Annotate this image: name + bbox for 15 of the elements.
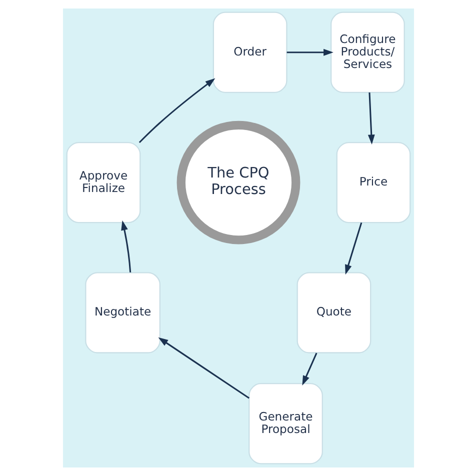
arrow [138,78,215,144]
node-box: Quote [296,272,371,354]
node-box: Configure Products/ Services [330,12,404,93]
arrow [367,92,374,145]
node-box: Price [336,142,410,224]
arrow [344,222,362,275]
node-circle: The CPQ Process [176,120,300,244]
arrow [120,220,131,272]
node-box: Generate Proposal [248,383,322,464]
arrow [302,352,317,386]
arrow [158,337,250,399]
node-box: Order [212,12,287,93]
arrow [286,48,333,56]
node-box: Approve Finalize [66,142,140,224]
node-box: Negotiate [84,272,160,354]
